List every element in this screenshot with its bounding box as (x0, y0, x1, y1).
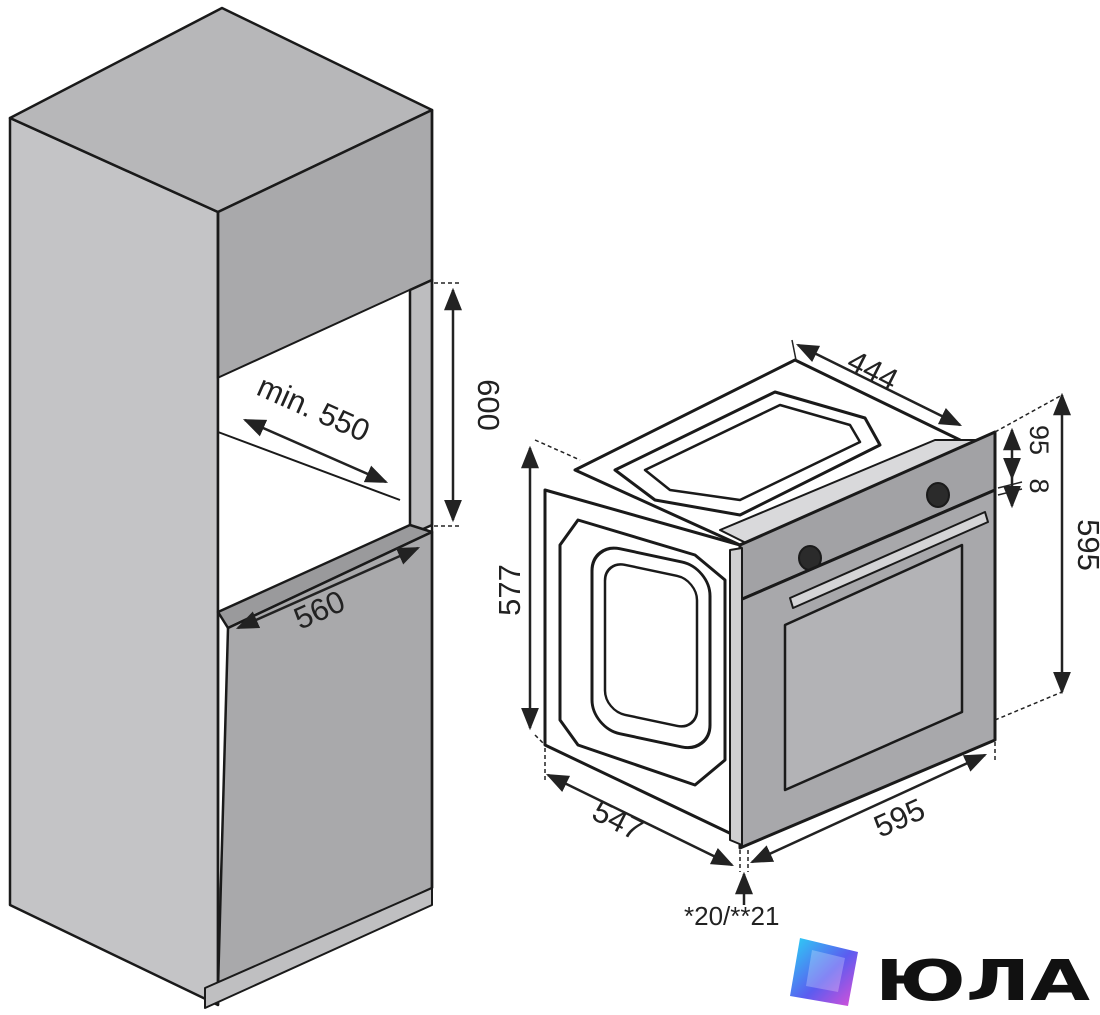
oven-door-glass (783, 543, 964, 792)
logo-wordmark: ЮЛА (875, 949, 1091, 1014)
dim-line-560 (235, 546, 421, 630)
dim-line-595-width (749, 753, 988, 864)
label-oven-front-offset: *20/**21 (684, 901, 779, 931)
oven-door-handle (789, 511, 989, 609)
juola-logo-icon (790, 938, 858, 1006)
cabinet-niche-post (408, 278, 434, 537)
cabinet-plinth (204, 887, 433, 1009)
built-in-oven (543, 358, 997, 850)
cabinet-dimensions (235, 282, 462, 630)
tall-cabinet (8, 6, 434, 1009)
label-oven-total-height-595: 595 (1071, 519, 1100, 571)
label-oven-body-depth-547: 547 (587, 793, 649, 848)
cabinet-side-panel (8, 116, 220, 1007)
dim-line-444 (795, 343, 963, 427)
label-oven-front-width-595: 595 (869, 791, 930, 844)
label-oven-body-height-577: 577 (492, 564, 527, 616)
brand-logo: ЮЛА (790, 938, 1091, 1014)
dim-line-min-550 (242, 418, 389, 484)
label-panel-height-95: 95 (1024, 425, 1054, 455)
label-panel-gap-8: 8 (1024, 478, 1054, 493)
oven-dimensions (521, 339, 1071, 905)
label-niche-height-600: 600 (471, 379, 506, 431)
dim-line-547 (545, 773, 735, 867)
oven-knob-right (926, 482, 950, 508)
